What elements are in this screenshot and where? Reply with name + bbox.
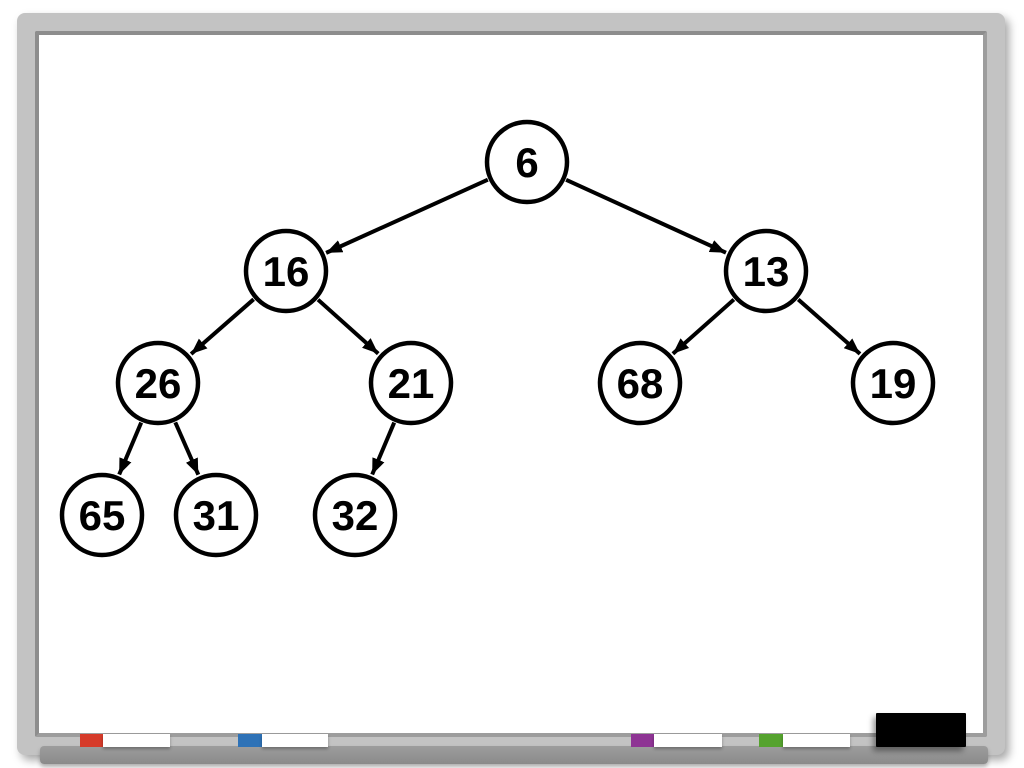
green-marker-tip [759,734,783,747]
whiteboard-surface [35,31,987,737]
blue-marker [238,734,328,747]
red-marker [80,734,170,747]
marker-tray [40,746,988,764]
purple-marker-body [654,734,722,747]
purple-marker [631,734,722,747]
green-marker [759,734,850,747]
eraser [876,713,966,747]
blue-marker-tip [238,734,262,747]
purple-marker-tip [631,734,654,747]
red-marker-body [103,734,170,747]
blue-marker-body [262,734,328,747]
green-marker-body [783,734,850,747]
whiteboard-frame [17,13,1005,755]
red-marker-tip [80,734,103,747]
